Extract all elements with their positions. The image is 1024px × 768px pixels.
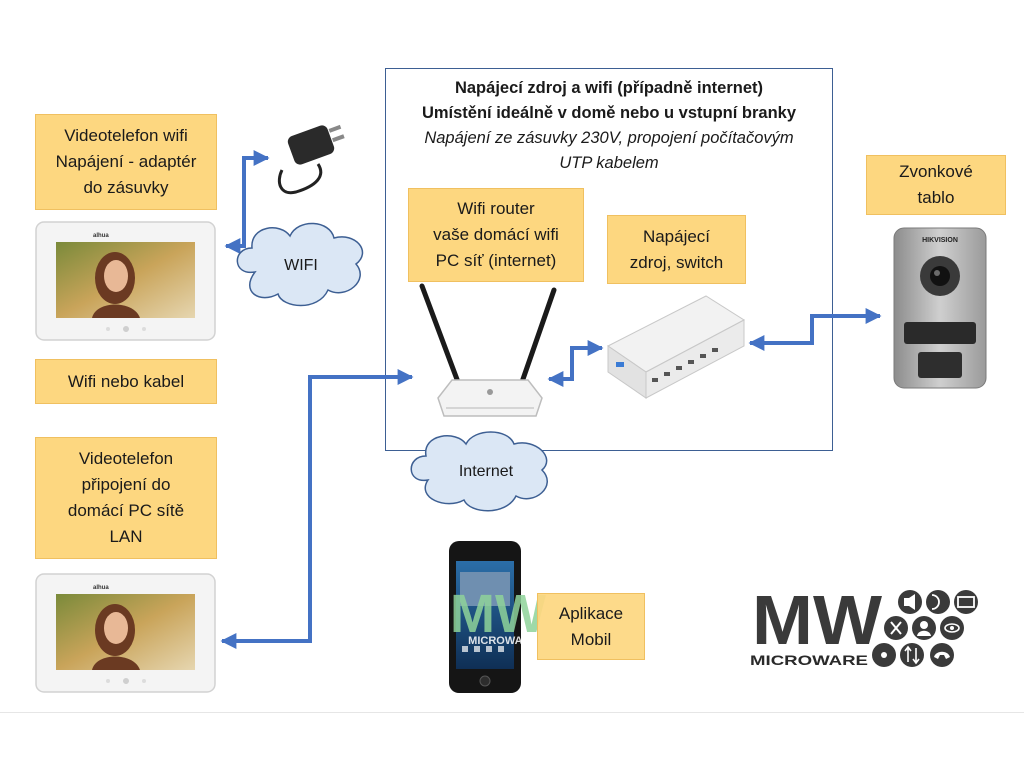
refresh-icon (926, 590, 950, 614)
videophone-top-device: alhua (35, 221, 216, 341)
door-station-device: HIKVISION (893, 227, 987, 389)
wifi-cloud-label: WIFI (284, 257, 318, 274)
label-wifi-router: Wifi router vaše domácí wifi PC síť (int… (408, 188, 584, 282)
label-videophone-wifi: Videotelefon wifi Napájení - adaptér do … (35, 114, 217, 210)
footer-divider (0, 712, 1024, 713)
main-note-line1: Napájení ze zásuvky 230V, propojení počí… (424, 129, 794, 147)
phone-watermark-brand: MICROWARE (468, 635, 538, 647)
wifi-router-device (419, 283, 557, 417)
main-title-line1: Napájecí zdroj a wifi (případně internet… (454, 79, 764, 97)
internet-cloud-label: Internet (459, 463, 514, 480)
mobile-phone-device (449, 541, 521, 693)
connector-router-switch (547, 340, 604, 387)
power-adapter-icon (277, 124, 345, 195)
screen-icon (954, 590, 978, 614)
wifi-cloud: WIFI (236, 222, 364, 307)
logo-brand: MICROWARE (750, 652, 868, 668)
connector-adapter-videophone (224, 150, 270, 254)
label-wifi-or-cable: Wifi nebo kabel (35, 359, 217, 404)
label-doorbell: Zvonkové tablo (866, 155, 1006, 215)
connectors (220, 150, 882, 649)
videophone-bottom-device: alhua (35, 573, 216, 693)
phone-watermark-logo: MW MICROWARE (450, 584, 546, 647)
door-station-brand: HIKVISION (922, 237, 958, 244)
logo-letters: MW (752, 581, 882, 659)
microware-logo: MW MICROWARE (750, 581, 978, 668)
label-mobile-app: Aplikace Mobil (537, 593, 645, 660)
main-note-line2: UTP kabelem (559, 154, 659, 172)
connector-lan-videophone (220, 369, 414, 649)
internet-cloud: Internet (410, 431, 548, 512)
transfer-icon (900, 643, 924, 667)
main-frame-text: Napájecí zdroj a wifi (případně internet… (385, 76, 833, 176)
main-title-line2: Umístění ideálně v domě nebo u vstupní b… (421, 104, 797, 122)
phone-watermark-letters: MW (450, 584, 546, 644)
label-power-switch: Napájecí zdroj, switch (607, 215, 746, 284)
connector-switch-doorbell (748, 308, 882, 351)
videophone-top-brand: alhua (93, 233, 109, 239)
label-videophone-lan: Videotelefon připojení do domácí PC sítě… (35, 437, 217, 559)
power-switch-device (607, 295, 745, 399)
videophone-bottom-brand: alhua (93, 585, 109, 591)
